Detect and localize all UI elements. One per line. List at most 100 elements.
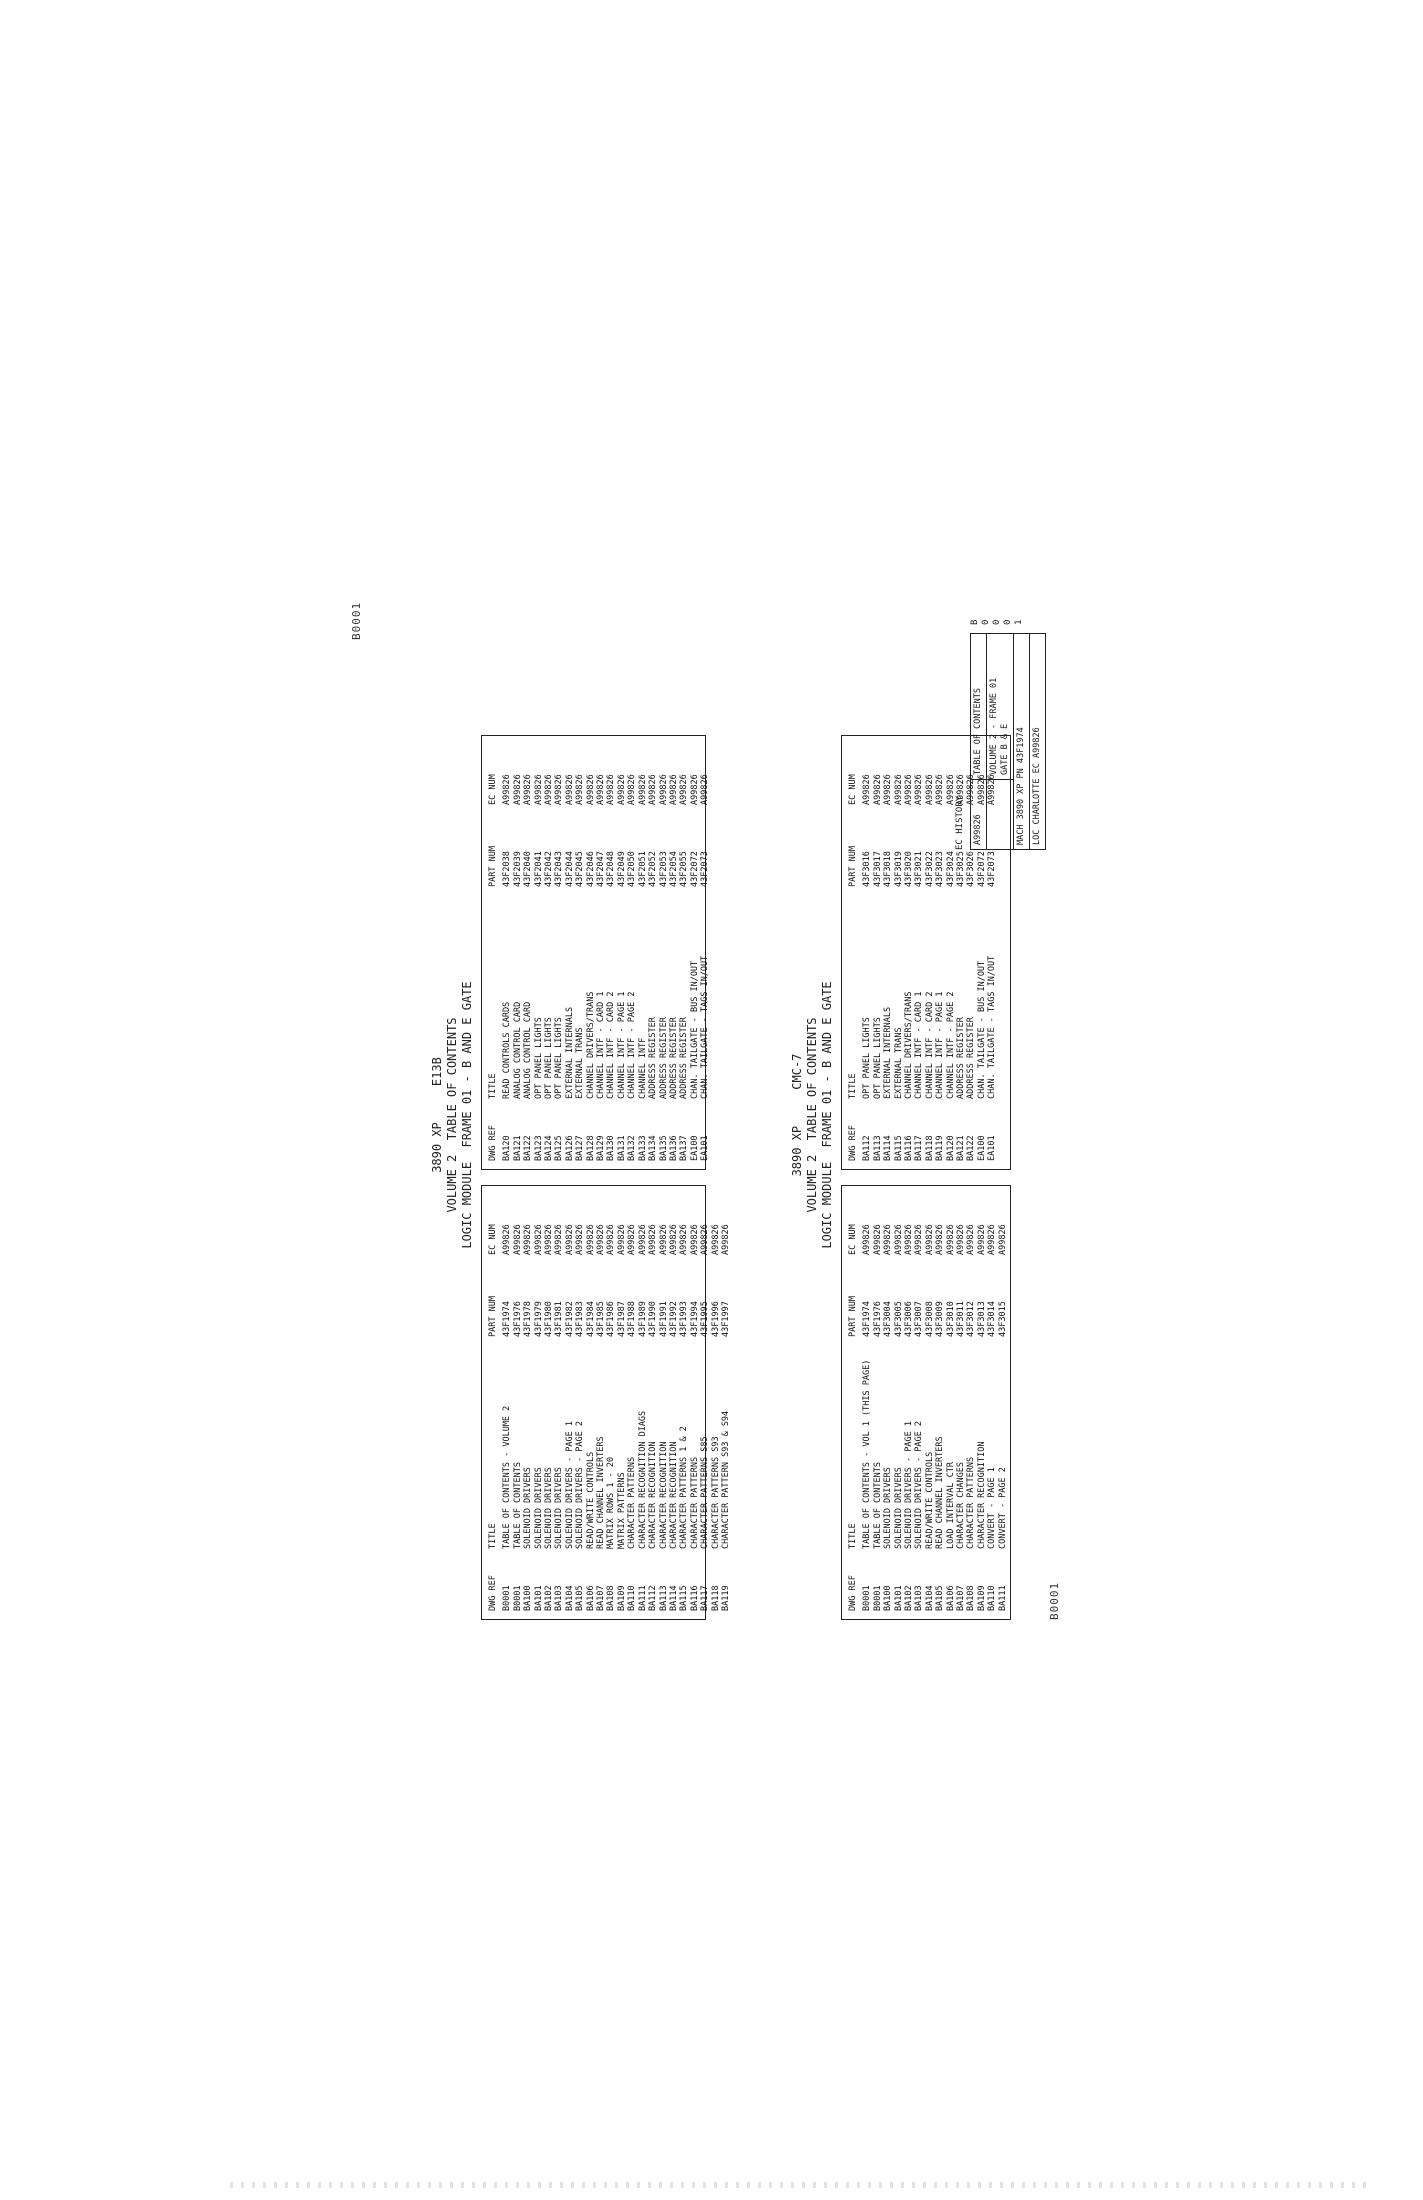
cell-ec: A99826 [872, 1224, 883, 1255]
cell-title: EXTERNAL TRANS [893, 1027, 904, 1099]
cell-title: CHANNEL INTF - CARD 1 [914, 991, 925, 1099]
cell-part: 43F1976 [872, 1301, 883, 1337]
cell-part: 43F1985 [596, 1301, 607, 1337]
cell-title: CHANNEL INTF - PAGE 2 [627, 991, 638, 1099]
cell-part: 43F3011 [956, 1301, 967, 1337]
cell-ref: BA104 [564, 1585, 575, 1611]
cell-ref: BA115 [893, 1135, 904, 1161]
cell-part: 43F3021 [914, 851, 925, 887]
column-header-ref: DWG REF [848, 1575, 858, 1611]
cell-part: 43F3010 [945, 1301, 956, 1337]
cell-title: ANALOG CONTROL CARD [523, 1001, 534, 1099]
cell-ec: A99826 [544, 774, 555, 805]
cell-part: 43F1997 [720, 1301, 731, 1337]
cell-ref: BA113 [872, 1135, 883, 1161]
cell-ref: BA106 [585, 1585, 596, 1611]
column-header-part: PART NUM [848, 846, 858, 887]
cell-ec: A99826 [564, 774, 575, 805]
heading-line-1: 3890 XP E13B [430, 1057, 444, 1173]
cell-ec: A99826 [585, 1224, 596, 1255]
cell-part: 43F3006 [904, 1301, 915, 1337]
cell-title: SOLENOID DRIVERS [554, 1467, 565, 1549]
section-heading: 3890 XP E13B VOLUME 2 TABLE OF CONTENTS … [430, 610, 475, 1620]
cell-ec: A99826 [668, 774, 679, 805]
column-header-title: TITLE [488, 1523, 498, 1549]
cell-part: 43F3019 [893, 851, 904, 887]
cell-part: 43F3004 [883, 1301, 894, 1337]
heading-line-2: VOLUME 2 TABLE OF CONTENTS [805, 1017, 819, 1213]
cell-ec: A99826 [700, 1224, 711, 1255]
cell-title: READ/WRITE CONTROLS [924, 1451, 935, 1549]
cell-part: 43F2049 [616, 851, 627, 887]
column-header-ref: DWG REF [488, 1575, 498, 1611]
cell-title: EXTERNAL TRANS [575, 1027, 586, 1099]
cell-part: 43F1993 [679, 1301, 690, 1337]
cell-ec: A99826 [512, 1224, 523, 1255]
cell-ec: A99826 [648, 1224, 659, 1255]
column-header-ec: EC NUM [488, 1224, 498, 1255]
cell-ref: BA107 [956, 1585, 967, 1611]
cell-part: 43F2051 [637, 851, 648, 887]
cell-ref: B0001 [862, 1585, 873, 1611]
cell-ref: BA120 [945, 1135, 956, 1161]
cell-title: ADDRESS REGISTER [658, 1017, 669, 1099]
cell-ec: A99826 [627, 1224, 638, 1255]
cell-ref: BA134 [648, 1135, 659, 1161]
cell-title: CHANNEL DRIVERS/TRANS [585, 991, 596, 1099]
cell-title: CHANNEL INTF - CARD 1 [596, 991, 607, 1099]
cell-ref: BA125 [554, 1135, 565, 1161]
cell-part: 43F3014 [987, 1301, 998, 1337]
table-row: BA107 CHARACTER CHANGES 43F3011 A99826 [956, 1194, 966, 1611]
cell-ref: BA100 [523, 1585, 534, 1611]
cell-ec: A99826 [637, 1224, 648, 1255]
cell-ec: A99826 [523, 774, 534, 805]
cell-title: CHARACTER CHANGES [956, 1462, 967, 1549]
cell-part: 43F2048 [606, 851, 617, 887]
cell-part: 43F1978 [523, 1301, 534, 1337]
cell-ref: BA133 [637, 1135, 648, 1161]
heading-line-1: 3890 XP CMC-7 [790, 1053, 804, 1177]
cell-ref: BA130 [606, 1135, 617, 1161]
cell-ref: BA103 [554, 1585, 565, 1611]
cell-title: CHANNEL INTF - CARD 2 [924, 991, 935, 1099]
cell-ec: A99826 [956, 1224, 967, 1255]
cell-title: CHAN. TAILGATE - TAGS IN/OUT [987, 955, 998, 1099]
cell-part: 43F3016 [862, 851, 873, 887]
cell-ec: A99826 [554, 1224, 565, 1255]
column-header-ref: DWG REF [488, 1125, 498, 1161]
cell-title: EXTERNAL INTERNALS [564, 1006, 575, 1099]
cell-part: 43F2050 [627, 851, 638, 887]
column-header-title: TITLE [848, 1523, 858, 1549]
cell-ec: A99826 [689, 774, 700, 805]
cell-ref: BA120 [502, 1135, 513, 1161]
cell-title: CHARACTER RECOGNITION [658, 1441, 669, 1549]
cell-ec: A99826 [945, 1224, 956, 1255]
cell-ref: BA108 [966, 1585, 977, 1611]
cell-ec: A99826 [668, 1224, 679, 1255]
cell-ec: A99826 [554, 774, 565, 805]
cell-part: 43F1995 [700, 1301, 711, 1337]
cell-ec: A99826 [606, 1224, 617, 1255]
cell-title: CHANNEL INTF - PAGE 2 [945, 991, 956, 1099]
cell-part: 43F1992 [668, 1301, 679, 1337]
cell-ec: A99826 [710, 1224, 721, 1255]
